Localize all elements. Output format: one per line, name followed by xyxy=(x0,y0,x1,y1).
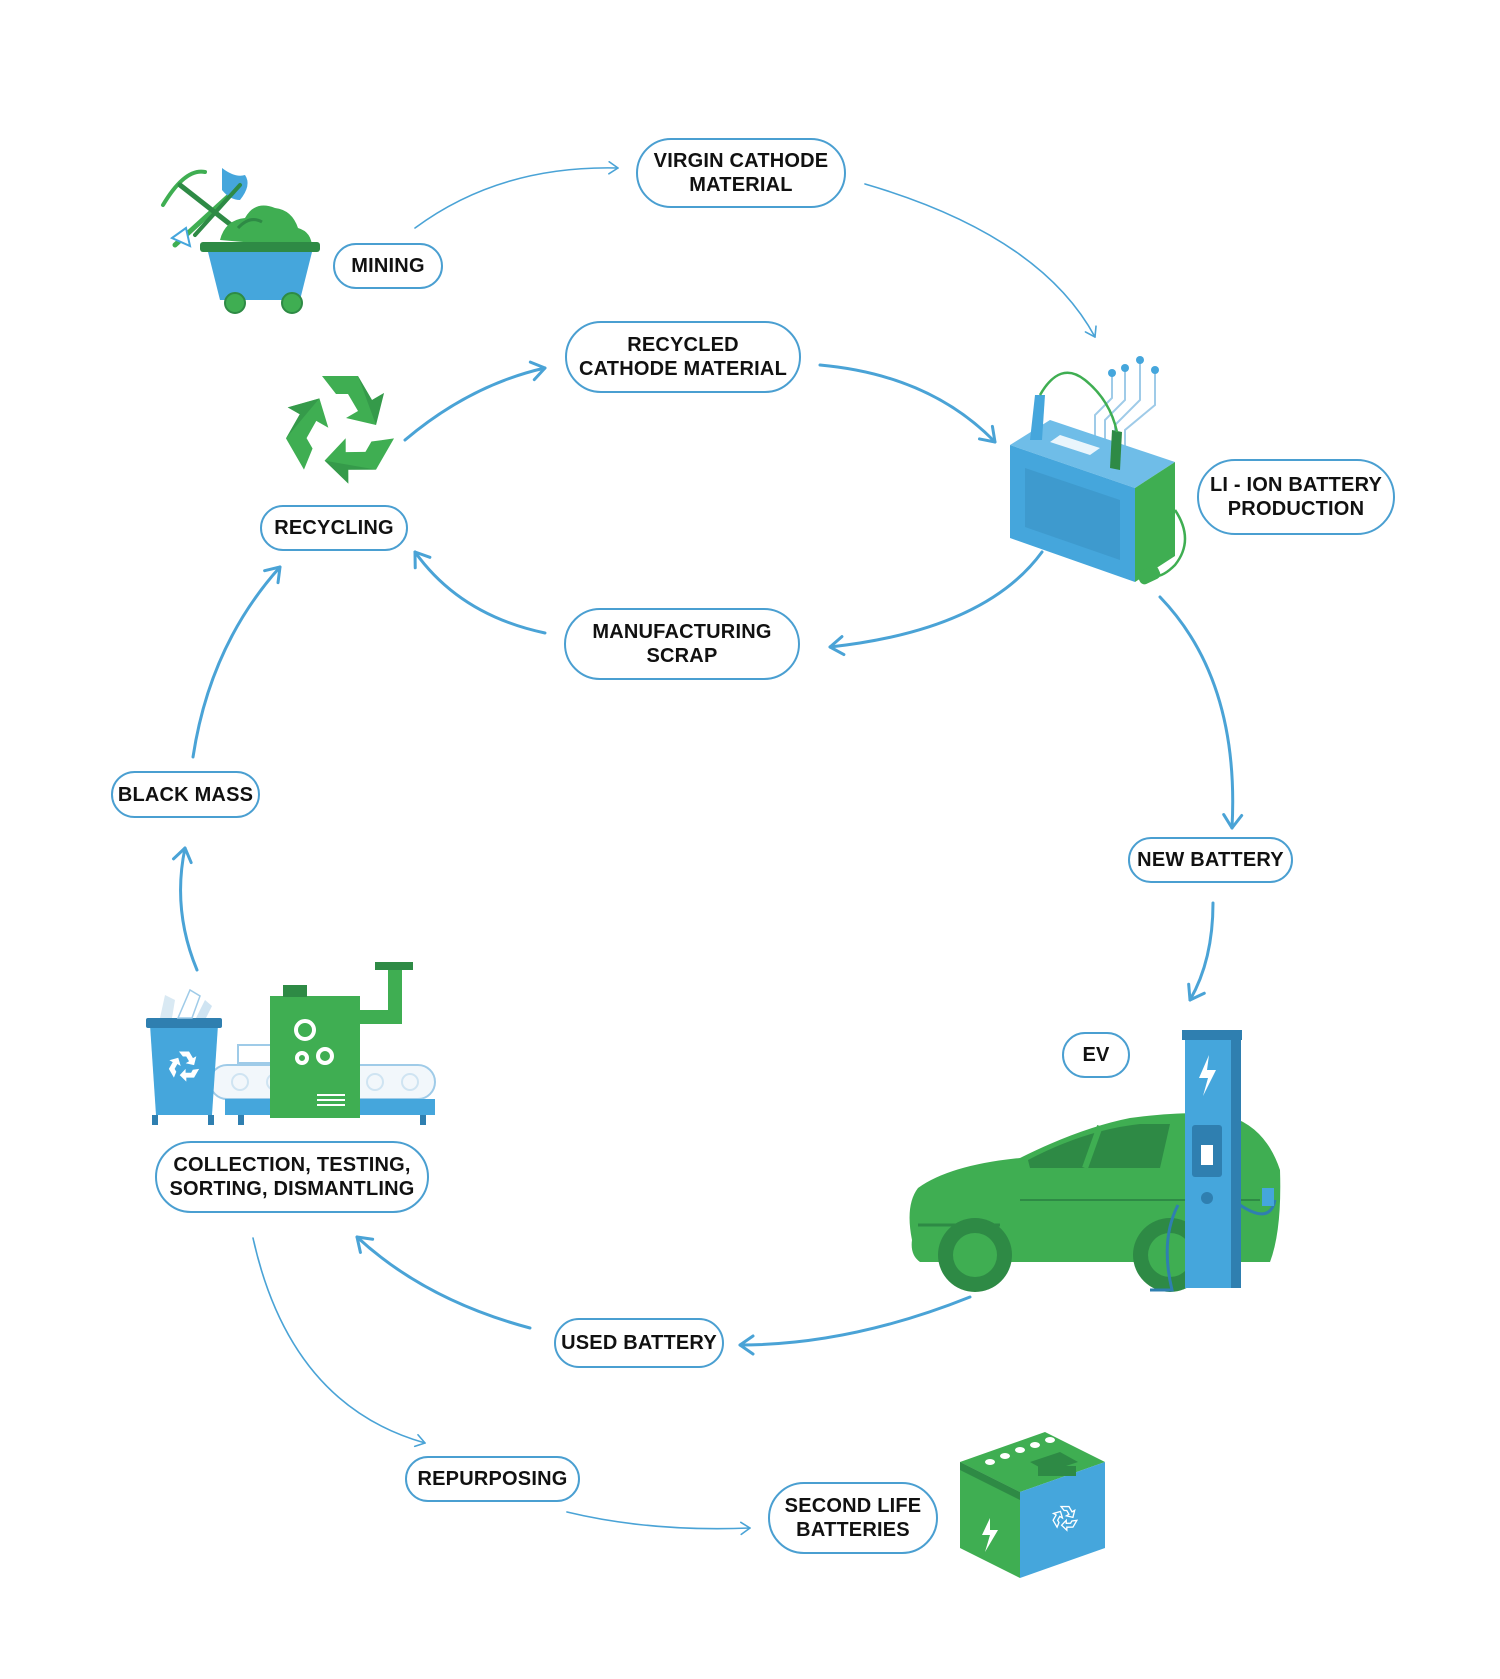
arrow-collection-to-repurposing xyxy=(252,1237,426,1448)
arrow-ev-to-usedbattery xyxy=(738,1295,972,1356)
arrow-recycled-to-production xyxy=(818,363,997,444)
new-battery-label: NEW BATTERY xyxy=(1128,837,1293,883)
arrow-repurposing-to-secondlife xyxy=(566,1511,751,1536)
arrow-collection-to-blackmass xyxy=(172,846,199,972)
arrow-production-to-scrap xyxy=(828,550,1044,657)
recycling-plant-icon xyxy=(146,962,436,1125)
arrow-production-to-newbattery xyxy=(1158,595,1244,830)
electric-car-charging-icon xyxy=(909,1030,1281,1292)
battery-production-icon xyxy=(1010,356,1187,585)
second-life-battery-icon xyxy=(960,1432,1105,1578)
recycle-icon xyxy=(285,376,395,484)
repurposing-label: REPURPOSING xyxy=(405,1456,580,1502)
mining-cart-icon xyxy=(161,168,320,314)
mining-label: MINING xyxy=(333,243,443,289)
arrow-scrap-to-recycling xyxy=(413,550,547,635)
arrow-virgin-to-production xyxy=(864,183,1097,338)
arrow-newbattery-to-ev xyxy=(1187,901,1215,1002)
arrow-usedbattery-to-collection xyxy=(355,1235,532,1330)
black-mass-label: BLACK MASS xyxy=(111,771,260,818)
recycling-label: RECYCLING xyxy=(260,505,408,551)
arrow-blackmass-to-recycling xyxy=(191,565,282,759)
collection-testing-sorting-dismantling-label: COLLECTION, TESTING,SORTING, DISMANTLING xyxy=(155,1141,429,1213)
arrow-mining-to-virgin xyxy=(414,160,619,229)
arrow-recycling-to-recycled xyxy=(403,360,547,442)
used-battery-label: USED BATTERY xyxy=(554,1318,724,1368)
ev-label: EV xyxy=(1062,1032,1130,1078)
